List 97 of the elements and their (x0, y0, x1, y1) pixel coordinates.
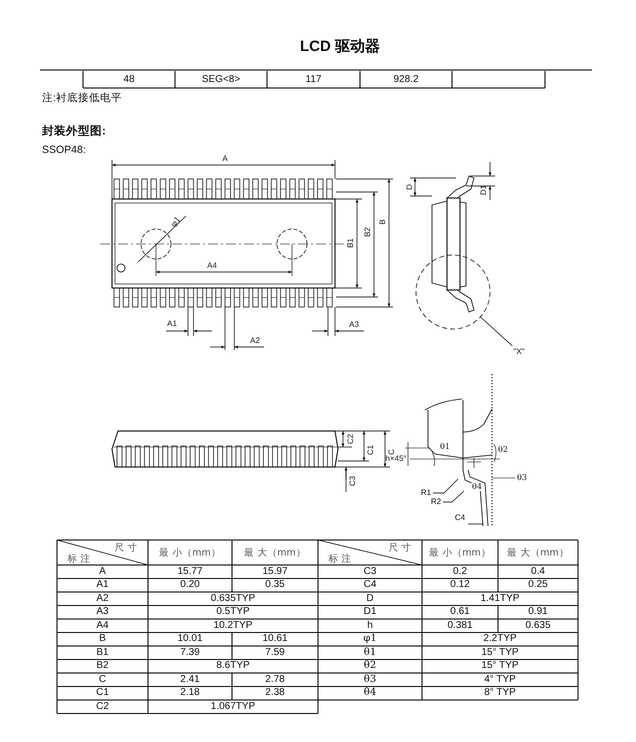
dimension-symbol: h (367, 620, 373, 631)
callout-label: R1 (419, 487, 433, 499)
cell-value: 2.18 (180, 688, 200, 698)
dimension-label: θ1 (440, 443, 450, 451)
callout-label: R2 (429, 496, 443, 508)
cell-value: 0.12 (450, 580, 470, 590)
row-header: 标 注 (67, 554, 91, 564)
detail-circle (416, 254, 490, 330)
cell-value: 8° TYP (484, 688, 516, 698)
dimension-symbol: A3 (96, 607, 109, 618)
leader-line (480, 316, 513, 346)
dimension-symbol: B1 (96, 648, 109, 658)
cell-value: 1.067TYP (210, 702, 256, 712)
dimension-symbol: D1 (364, 607, 376, 618)
cell-value: 1.41TYP (480, 594, 520, 604)
dimension-label: A3 (349, 321, 359, 329)
dimension-symbol: θ1 (364, 648, 376, 658)
column-header: 最 小（mm） (159, 548, 221, 558)
dimension-symbol: C (98, 674, 106, 685)
cell-value: 15.77 (177, 566, 203, 577)
column-header: 尺 寸 (114, 543, 138, 553)
dimension-label: θ3 (517, 474, 527, 482)
dimension-symbol: A2 (96, 594, 109, 604)
dimension-label: A2 (250, 337, 260, 345)
dimension-label: B1 (347, 238, 355, 248)
callout-label: C4 (452, 512, 468, 524)
dimension-symbol: θ4 (364, 688, 376, 698)
cell-value: 4° TYP (484, 674, 516, 685)
cell-value: 0.61 (450, 607, 470, 618)
dimension-label: A1 (167, 320, 177, 328)
dimension-symbol: θ3 (364, 674, 376, 685)
cell-value: 0.635TYP (210, 594, 256, 604)
callout-label: "X" (508, 346, 530, 358)
cell-value: 48 (123, 75, 135, 85)
cell-value: 7.59 (265, 648, 285, 658)
dimension-label: A4 (207, 262, 217, 270)
lead-detail-drawing (404, 374, 516, 526)
note-text: 注:衬底接低电平 (42, 92, 122, 104)
dimension-label: B (379, 219, 387, 225)
dimension-label: C (388, 449, 396, 455)
dimension-label: C1 (367, 444, 375, 456)
cell-value: 2.41 (180, 674, 200, 685)
row-header: 标 注 (328, 554, 352, 564)
dimension-symbol: C4 (364, 580, 376, 590)
dimension-symbol: C3 (364, 566, 376, 577)
dimension-label: D (406, 184, 414, 190)
cell-value: 8.6TYP (216, 661, 250, 672)
dimension-symbol: A1 (96, 580, 109, 590)
cell-value: 117 (306, 75, 322, 85)
dimension-symbol: C1 (96, 688, 109, 698)
cell-value: 7.39 (180, 648, 200, 658)
cell-value: 0.2 (453, 566, 467, 577)
dimension-symbol: θ2 (364, 661, 376, 672)
dimension-label: C3 (349, 476, 357, 486)
dimension-label: C2 (347, 434, 355, 444)
page-title: LCD 驱动器 (300, 39, 380, 54)
section-heading: 封装外型图: (42, 126, 106, 138)
cell-value: 0.4 (531, 566, 545, 577)
dimension-label: B2 (364, 227, 372, 237)
dimension-label: h×45° (385, 455, 407, 463)
cell-value: 10.2TYP (214, 620, 252, 631)
column-header: 最 大（mm） (507, 548, 569, 558)
cell-value: 0.5TYP (216, 607, 250, 618)
dimension-label: φ1 (170, 215, 182, 229)
cell-value: 0.35 (265, 580, 285, 590)
cell-value: 0.635 (525, 620, 551, 631)
dimension-symbol: A4 (96, 620, 109, 631)
dimension-symbol: φ1 (363, 634, 377, 644)
cell-value: 2.78 (265, 674, 285, 685)
cell-value: 2.38 (265, 688, 285, 698)
cell-value: SEG<8> (202, 75, 240, 85)
cell-value: 0.20 (180, 580, 200, 590)
cell-value: 2.2TYP (483, 634, 517, 644)
dimension-symbol: B2 (96, 661, 109, 672)
cell-value: 0.25 (528, 580, 548, 590)
column-header: 最 小（mm） (429, 548, 491, 558)
dimension-label: D1 (480, 184, 488, 196)
dimension-label: A (222, 155, 228, 163)
cell-value: 15.97 (262, 566, 288, 577)
cell-value: 0.381 (447, 620, 473, 631)
dimension-symbol: B (99, 634, 106, 644)
column-header: 最 大（mm） (244, 548, 306, 558)
dimension-symbol: C2 (96, 702, 109, 712)
cell-value: 15° TYP (481, 648, 519, 658)
package-name: SSOP48: (42, 144, 86, 156)
cell-value: 10.61 (262, 634, 288, 644)
cell-value: 0.91 (528, 607, 548, 618)
leader-line (432, 478, 458, 494)
cell-value: 15° TYP (481, 661, 519, 672)
dimension-symbol: A (99, 566, 106, 577)
column-header: 尺 寸 (388, 543, 412, 553)
cell-value: 928.2 (393, 75, 419, 85)
dimension-label: θ4 (471, 483, 483, 491)
dimension-label: θ2 (498, 446, 508, 454)
cell-value: 10.01 (177, 634, 203, 644)
leader-line (442, 490, 464, 502)
dimension-symbol: D (366, 594, 374, 604)
